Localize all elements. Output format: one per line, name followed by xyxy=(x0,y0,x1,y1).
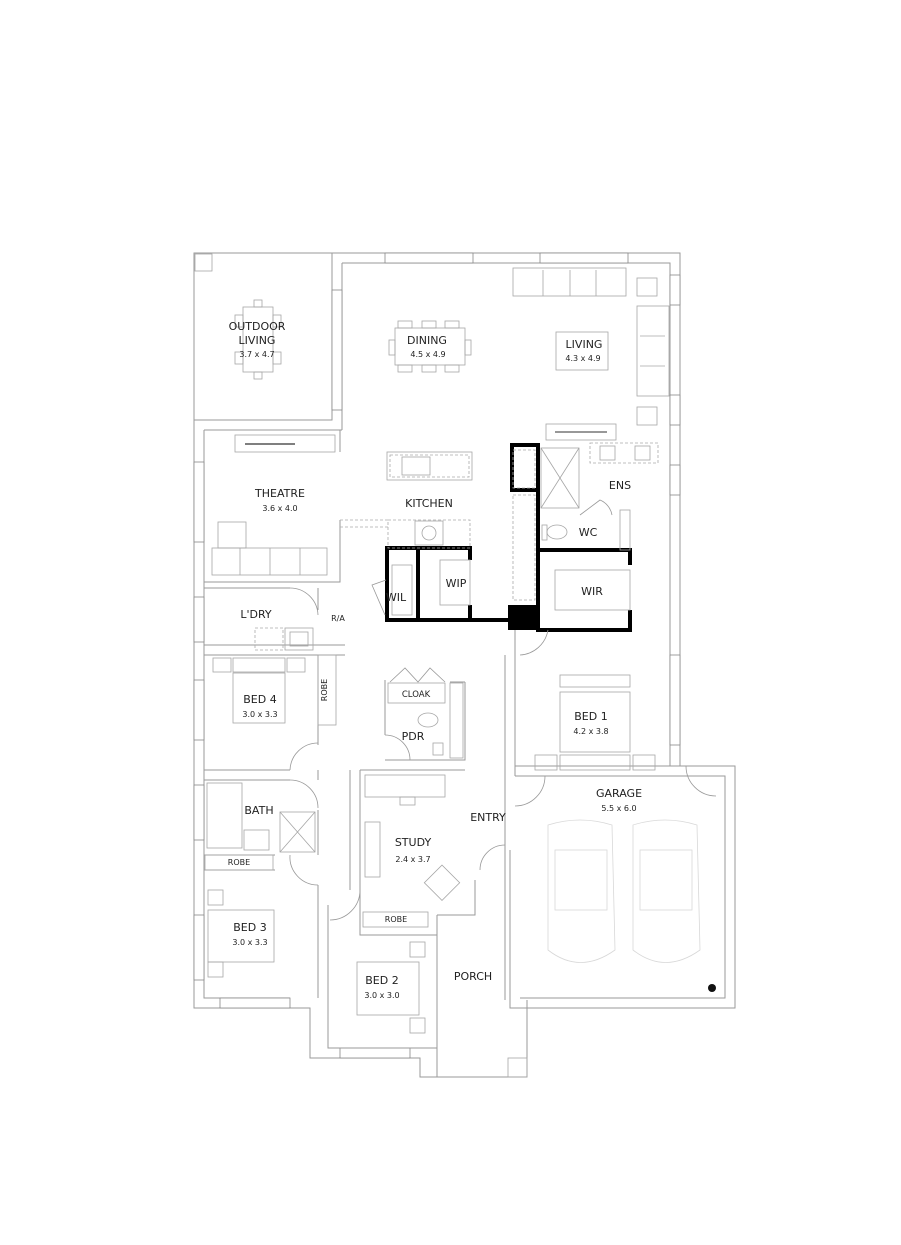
label-robe-bed2: ROBE xyxy=(385,915,407,924)
hot-water-unit xyxy=(708,984,716,992)
size-living: 4.3 x 4.9 xyxy=(565,354,600,363)
internal-walls xyxy=(204,430,516,1049)
column xyxy=(194,253,213,272)
label-wir: WIR xyxy=(581,585,603,598)
label-garage: GARAGE xyxy=(596,787,642,800)
outer-walls xyxy=(193,252,736,1078)
size-study: 2.4 x 3.7 xyxy=(395,855,430,864)
label-outdoor-living-2: LIVING xyxy=(239,334,276,347)
label-wip: WIP xyxy=(446,577,467,590)
windows xyxy=(193,252,681,1059)
size-bed3: 3.0 x 3.3 xyxy=(232,938,267,947)
label-pdr: PDR xyxy=(402,730,425,743)
car-right xyxy=(632,819,701,963)
label-kitchen: KITCHEN xyxy=(405,497,453,510)
label-study: STUDY xyxy=(395,836,432,849)
label-laundry: L'DRY xyxy=(240,608,272,621)
size-dining: 4.5 x 4.9 xyxy=(410,350,445,359)
label-ens: ENS xyxy=(609,479,631,492)
label-outdoor-living-1: OUTDOOR xyxy=(229,320,286,333)
label-ra: R/A xyxy=(331,614,345,623)
label-theatre: THEATRE xyxy=(254,487,305,500)
size-bed4: 3.0 x 3.3 xyxy=(242,710,277,719)
label-bed1: BED 1 xyxy=(574,710,607,723)
furniture xyxy=(204,267,716,1034)
car-left xyxy=(547,819,616,963)
label-bed2: BED 2 xyxy=(365,974,398,987)
label-robe-bed4: ROBE xyxy=(320,679,329,701)
label-wc: WC xyxy=(579,526,598,539)
size-garage: 5.5 x 6.0 xyxy=(601,804,636,813)
label-dining: DINING xyxy=(407,334,447,347)
label-bath: BATH xyxy=(244,804,273,817)
size-theatre: 3.6 x 4.0 xyxy=(262,504,297,513)
label-porch: PORCH xyxy=(454,970,492,983)
porch-column xyxy=(507,1057,528,1078)
label-living: LIVING xyxy=(566,338,603,351)
label-cloak: CLOAK xyxy=(402,690,431,700)
label-bed4: BED 4 xyxy=(243,693,276,706)
size-outdoor-living: 3.7 x 4.7 xyxy=(239,350,274,359)
label-entry: ENTRY xyxy=(470,811,506,824)
label-wil: WIL xyxy=(386,591,407,604)
label-robe-bed3: ROBE xyxy=(228,858,250,867)
label-bed3: BED 3 xyxy=(233,921,266,934)
size-bed1: 4.2 x 3.8 xyxy=(573,727,608,736)
room-labels: OUTDOOR LIVING 3.7 x 4.7 DINING 4.5 x 4.… xyxy=(228,320,642,1000)
doors xyxy=(289,499,717,921)
size-bed2: 3.0 x 3.0 xyxy=(364,991,399,1000)
